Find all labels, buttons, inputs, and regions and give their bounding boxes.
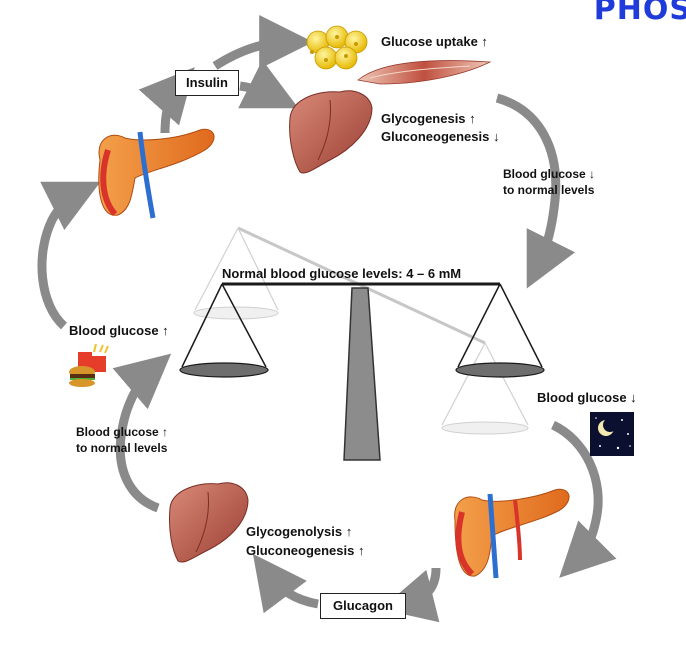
cycle-arrows: [37, 15, 617, 623]
liver-icon-bottom: [169, 482, 249, 563]
fat-cells-icon: [306, 25, 368, 70]
night-sky-icon: [590, 412, 634, 456]
corner-text: PHOS: [593, 0, 686, 27]
arrow-liver-to-scale: [495, 93, 576, 289]
scale-label: Normal blood glucose levels: 4 – 6 mM: [222, 266, 462, 281]
gluconeogenesis-down-label: Gluconeogenesis ↓: [381, 129, 500, 144]
glycogenolysis-label: Glycogenolysis ↑: [246, 524, 353, 539]
insulin-box: Insulin: [175, 70, 239, 96]
arrow-night-to-pancreas: [550, 420, 617, 578]
muscle-icon: [357, 60, 492, 85]
blood-glucose-down-normal-label-2: to normal levels: [503, 183, 595, 197]
blood-glucose-up-normal-label-2: to normal levels: [76, 441, 168, 455]
arrow-liver-to-scale-up: [112, 353, 172, 513]
balance-scale: [179, 226, 545, 461]
arrow-pancreas-to-glucagon: [380, 567, 441, 623]
glucagon-box: Glucagon: [320, 593, 406, 619]
glycogenesis-label: Glycogenesis ↑: [381, 111, 476, 126]
arrow-insulin-to-liver: [238, 59, 299, 109]
arrow-bloodglucose-up-to-pancreas: [37, 181, 101, 330]
arrow-insulin-to-fat: [212, 15, 314, 70]
scale-left-pan: [179, 283, 269, 378]
blood-glucose-down-normal-label-1: Blood glucose ↓: [503, 167, 596, 181]
scale-right-pan: [455, 283, 545, 378]
blood-glucose-down-label: Blood glucose ↓: [537, 390, 637, 405]
pancreas-icon-right: [454, 488, 570, 579]
liver-icon-top: [289, 90, 373, 174]
scale-pillar: [343, 287, 381, 461]
blood-glucose-up-normal-label-1: Blood glucose ↑: [76, 425, 169, 439]
glucose-uptake-label: Glucose uptake ↑: [381, 34, 488, 49]
blood-glucose-up-label: Blood glucose ↑: [69, 323, 169, 338]
arrow-glucagon-to-liver: [252, 553, 319, 614]
gluconeogenesis-up-label: Gluconeogenesis ↑: [246, 543, 365, 558]
food-icon: [69, 343, 109, 387]
pancreas-icon-left: [98, 128, 215, 219]
